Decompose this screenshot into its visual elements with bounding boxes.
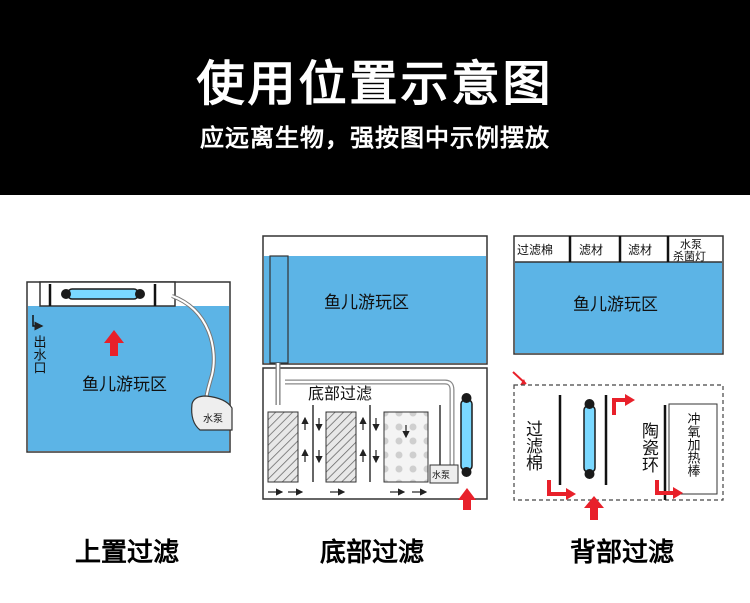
back-tank-water xyxy=(515,262,722,353)
diagram-canvas: 出水口 鱼儿游玩区 水泵 鱼儿游玩区 底部过滤 xyxy=(26,235,724,520)
top-tank-water xyxy=(28,306,229,451)
bottom-zone-label: 鱼儿游玩区 xyxy=(324,293,409,313)
filter-media-2 xyxy=(325,411,357,483)
compartment-label-5: 杀菌灯 xyxy=(673,249,706,263)
top-zone-label: 鱼儿游玩区 xyxy=(82,375,167,395)
uv-lamp-icon xyxy=(460,393,473,477)
flow-arrow-up xyxy=(584,496,604,520)
bottom-filter-panel: 鱼儿游玩区 底部过滤 xyxy=(262,235,488,510)
page-subtitle: 应远离生物，强按图中示例摆放 xyxy=(200,124,550,152)
outlet-label: 出水口 xyxy=(31,335,47,374)
caption-bottom-filter: 底部过滤 xyxy=(319,538,424,568)
heater-label: 冲氧加热棒 xyxy=(685,412,701,477)
sump-pump-icon: 水泵 xyxy=(429,464,459,484)
top-filter-panel: 出水口 鱼儿游玩区 水泵 xyxy=(26,281,233,453)
caption-top-filter: 上置过滤 xyxy=(74,538,179,568)
back-filter-panel: 过滤棉 滤材 滤材 水泵 杀菌灯 鱼儿游玩区 过滤棉 陶瓷环 冲氧加热棒 xyxy=(512,235,724,520)
back-zone-label: 鱼儿游玩区 xyxy=(573,295,658,315)
flow-arrows xyxy=(268,416,428,496)
flow-arrow-red-2 xyxy=(612,398,627,415)
pump-icon: 水泵 xyxy=(191,395,233,431)
bottom-tank-water xyxy=(264,256,486,363)
flow-arrow-red-1 xyxy=(547,480,568,496)
flow-arrow-red-3 xyxy=(655,480,675,495)
filter-media-1 xyxy=(267,411,299,483)
outlet-icon xyxy=(32,315,44,331)
flow-arrow-up xyxy=(104,330,124,356)
header-banner: 使用位置示意图 应远离生物，强按图中示例摆放 xyxy=(0,0,750,195)
top-pump-label: 水泵 xyxy=(203,413,223,425)
filter-media-3 xyxy=(383,411,429,483)
bottom-pump-label: 水泵 xyxy=(432,469,450,481)
caption-back-filter: 背部过滤 xyxy=(569,538,674,568)
compartment-label-4: 水泵 xyxy=(680,238,702,251)
sump-label: 底部过滤 xyxy=(308,384,372,403)
compartment-label-3: 滤材 xyxy=(628,243,652,257)
heater-box xyxy=(668,403,718,495)
ceramic-label: 陶瓷环 xyxy=(638,422,659,473)
overflow-pipe xyxy=(269,255,289,364)
compartment-label-2: 滤材 xyxy=(579,243,603,257)
cotton-label: 过滤棉 xyxy=(522,420,543,471)
compartment-label-1: 过滤棉 xyxy=(517,243,553,257)
flow-arrow-up xyxy=(458,488,476,510)
page-title: 使用位置示意图 xyxy=(196,56,554,112)
uv-lamp-icon xyxy=(583,399,596,479)
uv-lamp-icon xyxy=(61,288,145,300)
